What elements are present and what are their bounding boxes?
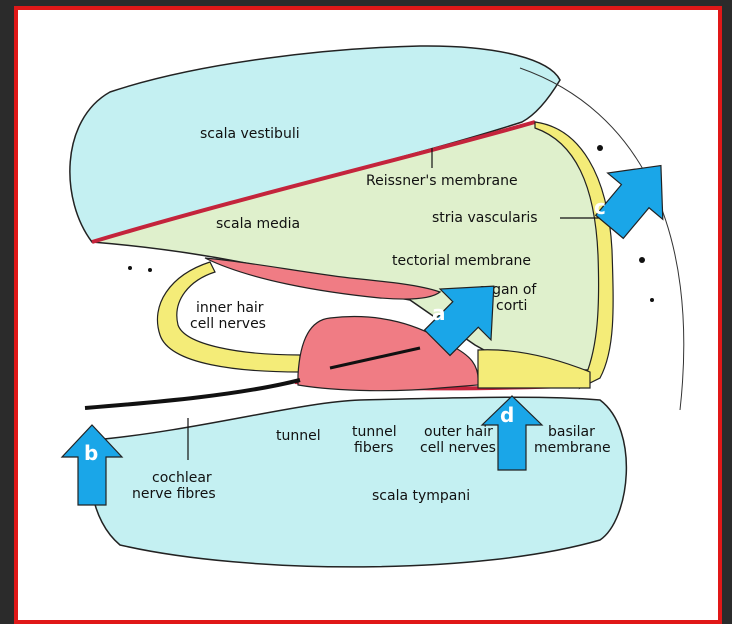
wall-dot [597, 145, 603, 151]
label-inner-hair-1: inner hair [196, 300, 264, 316]
wall-dot [148, 268, 152, 272]
label-tunnel-fibers-2: fibers [354, 440, 393, 456]
wall-dot [128, 266, 132, 270]
label-outer-hair-1: outer hair [424, 424, 493, 440]
label-tectorial-membrane: tectorial membrane [392, 253, 531, 269]
label-scala-vestibuli: scala vestibuli [200, 126, 300, 142]
arrow-label-a: a [432, 301, 446, 325]
label-stria-vascularis: stria vascularis [432, 210, 538, 226]
label-organ-of-corti-2: corti [496, 298, 527, 314]
wall-dot [639, 257, 645, 263]
arrow-label-b: b [84, 441, 98, 465]
label-reissners-membrane: Reissner's membrane [366, 173, 518, 189]
label-tunnel-fibers-1: tunnel [352, 424, 397, 440]
label-cochlear-2: nerve fibres [132, 486, 216, 502]
label-tunnel: tunnel [276, 428, 321, 444]
label-scala-media: scala media [216, 216, 300, 232]
label-scala-tympani: scala tympani [372, 488, 470, 504]
label-inner-hair-2: cell nerves [190, 316, 266, 332]
cochlear-nerve-bundle [85, 380, 300, 408]
label-basilar-1: basilar [548, 424, 595, 440]
label-outer-hair-2: cell nerves [420, 440, 496, 456]
wall-dot [650, 298, 654, 302]
label-cochlear-1: cochlear [152, 470, 212, 486]
arrow-label-c: c [594, 195, 606, 219]
arrow-label-d: d [500, 403, 514, 427]
label-basilar-2: membrane [534, 440, 611, 456]
